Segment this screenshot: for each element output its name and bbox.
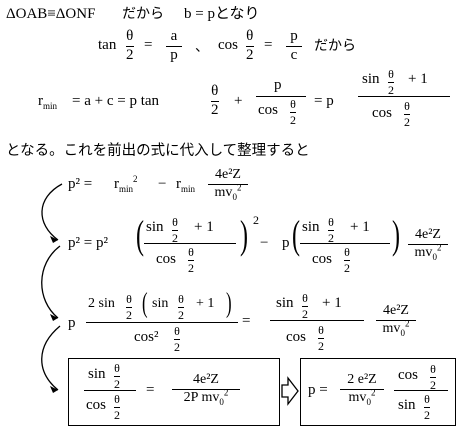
- plus: +: [234, 93, 243, 109]
- eq4-lhs: p² =: [68, 176, 93, 192]
- b-equals-p: b = pとなり: [184, 6, 260, 22]
- plus-one: + 1: [408, 71, 428, 87]
- cos-label: cos: [218, 37, 238, 53]
- eq6-eq: =: [242, 313, 251, 329]
- eq6-sin2: sin: [276, 295, 294, 311]
- curve-arrow-1: [41, 183, 63, 241]
- paren-right3: ): [226, 288, 232, 319]
- fraction-bar: [86, 322, 238, 323]
- eq6-sin: sin: [152, 296, 169, 311]
- paren-right: ): [240, 212, 248, 257]
- eq5-lhs: p² = p²: [68, 235, 108, 251]
- arrowhead-1: [50, 236, 58, 243]
- curve-arrow-2: [41, 245, 61, 319]
- eq6-plus1b: + 1: [322, 295, 342, 311]
- congruence-statement: ΔOAB≡ΔONF: [6, 6, 96, 22]
- eq5-minus: −: [260, 235, 269, 251]
- fraction-bar: [270, 320, 364, 321]
- eq6-cos2: cos²: [134, 329, 159, 345]
- paren-right2: ): [392, 212, 400, 257]
- separator: 、: [195, 39, 209, 55]
- eq6-2sin: 2 sin: [88, 296, 115, 311]
- cos-den2: cos: [372, 105, 392, 121]
- rmin-expr: = a + c = p tan: [72, 93, 160, 109]
- equals-p: = p: [314, 93, 334, 109]
- eq5-plus1: + 1: [194, 219, 214, 235]
- arrowhead-2: [50, 314, 58, 321]
- eq7-frac2: 2 e²Z mv02: [340, 372, 384, 406]
- eq5-frac: 4e²Z mv02: [408, 227, 448, 261]
- p-num: p: [274, 77, 282, 93]
- eq7-eq: =: [146, 382, 155, 398]
- eq7-frac: 4e²Z 2P mv02: [172, 372, 240, 406]
- sentence: となる。これを前出の式に代入して整理すると: [6, 143, 310, 159]
- line1-text: だから: [122, 6, 164, 22]
- fraction-bar: [256, 96, 306, 97]
- eq7-cos: cos: [86, 397, 106, 413]
- equals: =: [144, 37, 153, 53]
- fraction-bar: [144, 243, 236, 244]
- eq7-sin: sin: [88, 366, 106, 382]
- eq6-plus1: + 1: [196, 296, 215, 311]
- eq4-r: rmin2: [114, 174, 138, 194]
- eq5-sin2: sin: [302, 219, 320, 235]
- eq4-r2: rmin: [176, 176, 196, 194]
- eq5-cos: cos: [156, 251, 176, 267]
- arrowhead-3: [50, 386, 58, 393]
- curve-arrow-3: [41, 325, 61, 391]
- eq7-p: p =: [308, 382, 328, 398]
- cos-den: cos: [258, 102, 278, 118]
- eq4-frac: 4e²Z mv02: [208, 167, 248, 201]
- eq5-cos2: cos: [312, 251, 332, 267]
- eq6-cos: cos: [286, 329, 306, 345]
- eq6-p: p: [68, 315, 76, 331]
- eq5-sin: sin: [146, 219, 164, 235]
- eq7-sin2: sin: [398, 397, 416, 413]
- tan-label: tan: [98, 37, 117, 53]
- eq5-square: 2: [253, 213, 259, 227]
- eq5-p: p: [282, 235, 290, 251]
- r-min: rmin: [38, 93, 58, 111]
- equals: =: [264, 37, 273, 53]
- eq5-plus1b: + 1: [350, 219, 370, 235]
- eq7-cos2: cos: [398, 367, 418, 383]
- fraction-bar: [84, 390, 136, 391]
- fraction-bar: [394, 390, 448, 391]
- result-box-right: [300, 358, 456, 426]
- fraction-bar: [300, 243, 390, 244]
- fraction-bar: [358, 96, 450, 97]
- result-box-left: [68, 358, 280, 426]
- paren-left3: (: [142, 288, 148, 319]
- hollow-arrow-icon: [281, 376, 299, 406]
- eq4-minus: −: [158, 176, 167, 192]
- line2-text: だから: [314, 38, 356, 54]
- eq6-frac: 4e²Z mv02: [376, 303, 416, 337]
- paren-left2: (: [292, 212, 300, 257]
- sin-num: sin: [362, 71, 380, 87]
- paren-left: (: [136, 212, 144, 257]
